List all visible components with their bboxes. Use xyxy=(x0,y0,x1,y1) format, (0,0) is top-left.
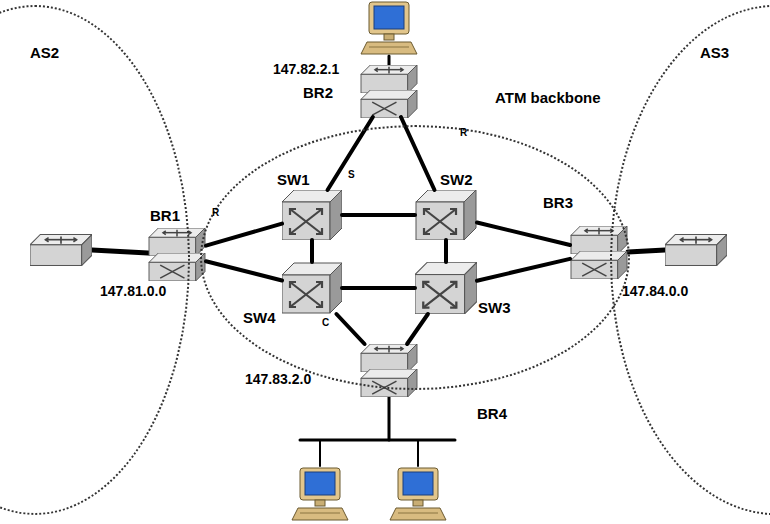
network-link xyxy=(342,213,415,217)
network-link xyxy=(477,222,570,244)
device-label: BR3 xyxy=(543,195,573,210)
atm-switch: SW4 xyxy=(282,262,342,314)
border-router: BR1 xyxy=(148,228,206,280)
region-label: AS2 xyxy=(30,45,59,60)
network-link xyxy=(407,314,428,344)
atm-switch: SW1 xyxy=(282,190,342,240)
network-link xyxy=(206,261,282,280)
network-link xyxy=(310,240,314,262)
autonomous-system-region: AS3 xyxy=(610,5,770,515)
network-link xyxy=(342,286,415,290)
ip-address: 147.84.0.0 xyxy=(622,284,688,298)
device-label: BR4 xyxy=(477,406,507,421)
network-link xyxy=(328,117,373,190)
border-router: BR4 xyxy=(360,344,418,396)
device-label: SW4 xyxy=(243,310,276,325)
region-label: AS3 xyxy=(700,45,729,60)
port-mark: S xyxy=(348,170,355,180)
device-label: SW1 xyxy=(277,172,310,187)
backbone-region: ATM backboneSW1SW2SW3SW4 xyxy=(200,125,630,390)
device-label: SW2 xyxy=(440,172,473,187)
network-link xyxy=(336,314,364,344)
border-router: BR2 xyxy=(360,65,418,117)
port-mark: C xyxy=(322,318,329,328)
atm-switch: SW3 xyxy=(415,262,477,314)
device-label: SW3 xyxy=(478,300,511,315)
ip-address: 147.82.2.1 xyxy=(273,62,339,76)
network-link xyxy=(206,224,282,246)
network-link xyxy=(401,117,435,190)
autonomous-system-region: AS2 xyxy=(0,5,190,515)
network-link xyxy=(444,240,448,262)
port-mark: R xyxy=(460,128,467,138)
border-router: BR3 xyxy=(570,226,628,278)
device-label: BR2 xyxy=(303,85,333,100)
network-link xyxy=(477,259,570,281)
atm-switch: SW2 xyxy=(415,190,477,240)
port-mark: R xyxy=(212,208,219,218)
region-label: ATM backbone xyxy=(495,90,601,105)
ip-address: 147.83.2.0 xyxy=(245,372,311,386)
device-label: BR1 xyxy=(150,208,180,223)
ip-address: 147.81.0.0 xyxy=(100,284,166,298)
